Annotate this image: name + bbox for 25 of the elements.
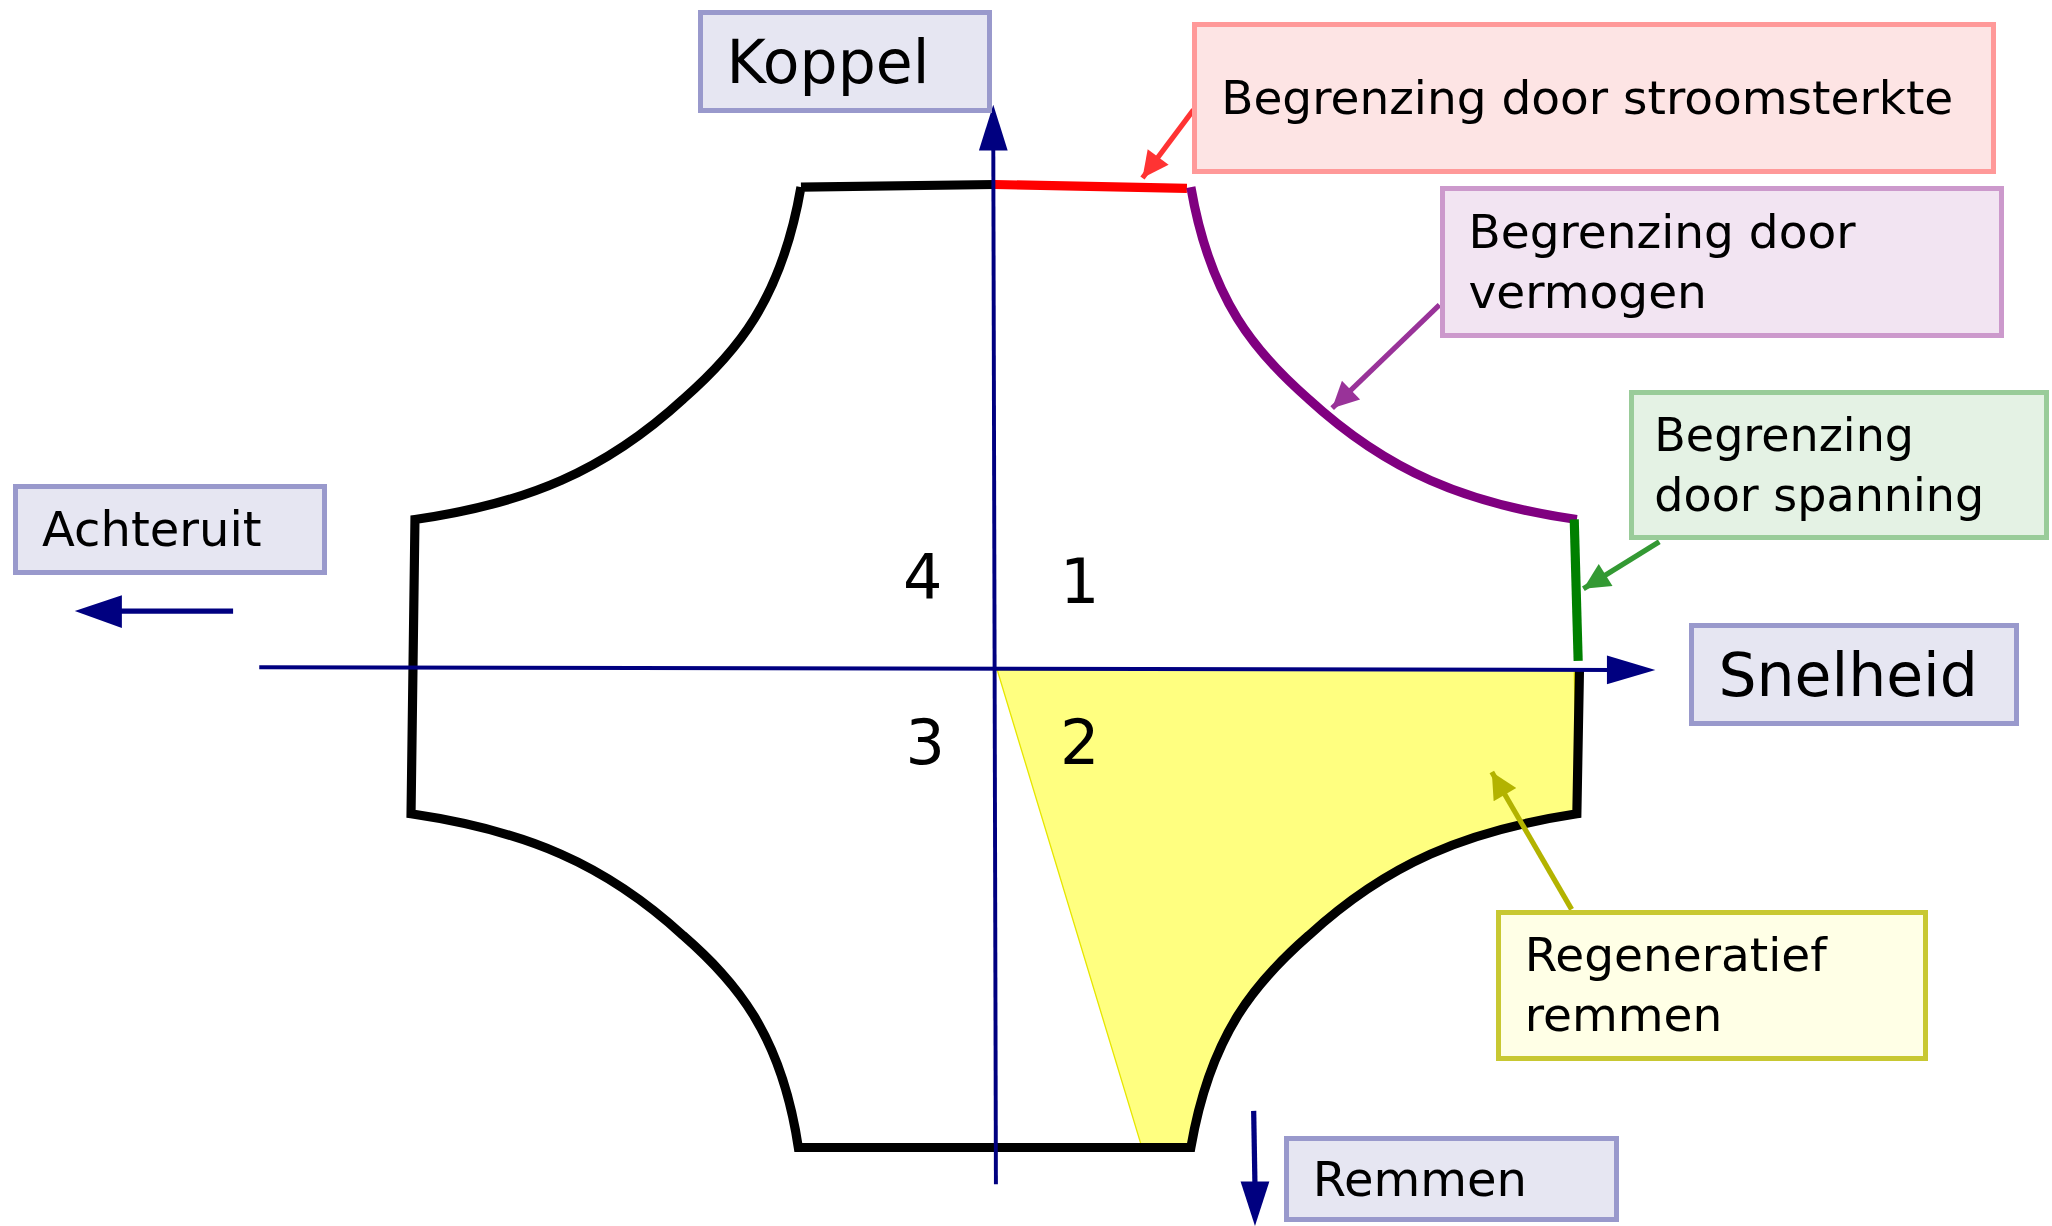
axis-label: Snelheid [1718,638,1979,711]
leader-arrow [1330,303,1442,411]
callout-box [1629,390,2050,541]
axis-label-box [13,484,328,575]
current-limit-segment [994,179,1188,193]
callout-text: Begrenzing door vermogen [1468,202,1857,321]
quadrant-number: 2 [1059,712,1100,775]
axis-label: Koppel [726,25,931,98]
quadrant-number: 1 [1059,551,1100,614]
axis-label-box [697,10,992,113]
voltage-limit-segment [1569,519,1583,661]
axis-label-box [1283,1135,1619,1223]
callout-text: Begrenzing door spanning [1654,407,1986,525]
axis-label-box [1689,622,2020,727]
axis-label: Achteruit [42,500,263,560]
axis-label: Remmen [1312,1150,1528,1210]
callout-text: Begrenzing door stroomsterkte [1221,69,1955,128]
leader-arrow [1489,770,1574,911]
leader-arrow [1582,539,1661,591]
callout-text: Regeneratief remmen [1524,926,1829,1045]
callout-box [1495,909,1928,1062]
quadrant-number: 4 [902,547,943,610]
quadrant-number: 3 [905,712,945,775]
callout-box [1439,185,2004,338]
callout-box [1192,22,1996,175]
